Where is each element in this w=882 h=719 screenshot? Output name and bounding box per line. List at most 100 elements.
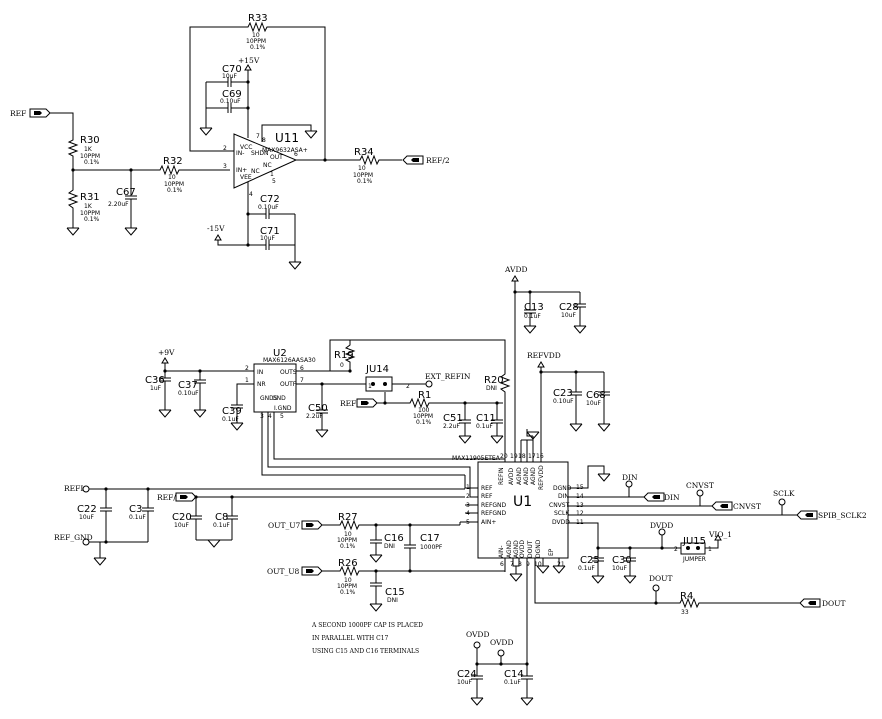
c22-ref: C22 [77,504,97,515]
ext-refin-testpoint [425,380,433,388]
svg-text:6: 6 [300,365,304,372]
avdd-label: AVDD [504,265,528,274]
u2-part: MAX6126AASA30 [263,357,316,364]
svg-text:21: 21 [557,561,565,568]
svg-text:7: 7 [300,377,304,384]
c68-value: 10uF [586,400,601,407]
u2-pin-nr: NR [257,381,266,388]
r4-ref: R4 [680,591,693,602]
out-u8-label: OUT_U8 [267,567,300,576]
ground-icon [523,325,537,334]
c15-ref: C15 [385,587,405,598]
svg-text:DIN: DIN [558,493,569,500]
r27-value: 10 [344,531,352,538]
svg-text:AGND: AGND [513,540,520,558]
ground-icon [124,227,138,236]
c8-value: 0.1uF [213,522,230,529]
ovdd-label-1: OVDD [466,630,489,639]
svg-text:2: 2 [223,145,227,152]
r31-tolerance-pct: 0.1% [84,216,100,223]
c3-ref: C3 [129,504,142,515]
ground-icon [369,603,383,612]
ground-icon [591,575,605,584]
svg-text:1: 1 [245,377,249,384]
r34-resistor [355,154,402,166]
svg-text:AGND: AGND [530,467,537,485]
c23-ref: C23 [553,388,573,399]
u11-part: MAX9632ASA+ [262,147,308,154]
ground-icon [569,423,583,432]
c67-ref: C67 [116,187,136,198]
c20-value: 10uF [174,522,189,529]
c28-ref: C28 [559,302,579,313]
svg-text:REF: REF [481,493,493,500]
ground-icon [199,127,213,136]
u11-pin-vee: VEE [240,174,252,181]
svg-text:AGND: AGND [523,467,530,485]
svg-text:4: 4 [268,413,272,420]
svg-text:OVDD: OVDD [519,540,526,558]
r1-ref: R1 [418,390,431,401]
c69-value: 0.10uF [220,98,241,105]
u11-pin-nc: NC [263,162,272,169]
c3-value: 0.1uF [129,514,146,521]
din-port [643,492,665,502]
svg-text:1: 1 [368,383,372,390]
c50-ref: C50 [308,403,328,414]
r19-value: 0 [340,362,344,369]
svg-text:7: 7 [510,561,514,568]
u2-ref: U2 [273,348,287,359]
svg-text:5: 5 [272,178,276,185]
c69-ref: C69 [222,89,242,100]
c71-value: 10uF [260,235,275,242]
ground-icon [230,422,244,431]
svg-text:SCLK: SCLK [554,510,570,517]
c70-value: 10uF [222,73,237,80]
r31-resistor [67,186,79,228]
c68-ref: C68 [586,390,606,401]
c14-value: 0.1uF [504,679,521,686]
svg-text:17: 17 [528,453,536,460]
c70-ref: C70 [222,64,242,75]
r27-ref: R27 [338,512,358,523]
ground-icon [304,130,318,139]
ground-icon [597,473,611,482]
c14-ref: C14 [504,669,524,680]
ground-icon [93,557,107,566]
u11-pin-nc2: NC [251,168,260,175]
r32-tolerance-pct: 0.1% [167,187,183,194]
svg-text:4: 4 [249,191,253,198]
ground-icon [573,325,587,334]
svg-text:REFIN: REFIN [498,467,505,485]
c13-value: 0.1uF [524,313,541,320]
refi-label: REFI [64,484,83,493]
ground-icon [66,227,80,236]
svg-text:10: 10 [534,561,542,568]
c72-ref: C72 [260,194,280,205]
sclk-port [796,510,818,520]
r27-tolerance: 10PPM [337,537,357,544]
svg-text:20: 20 [500,453,508,460]
r32-ref: R32 [163,156,183,167]
r20-ref: R20 [484,375,504,386]
svg-text:16: 16 [536,453,544,460]
u11-opamp [233,133,298,189]
ref2-mid-label: REF/2 [157,493,181,502]
p15v-label: +15V [238,56,260,65]
ground-icon [458,435,472,444]
svg-text:CNVST: CNVST [549,502,570,509]
r32-resistor [155,164,230,176]
u11-pin-inp: IN+ [236,167,247,174]
r33-ref: R33 [248,13,268,24]
r1-tolerance: 10PPM [413,413,433,420]
r34-value: 10 [358,165,366,172]
u11-pin-inm: IN- [236,150,244,157]
u2-pin-outf: OUTF [280,381,297,388]
cnvst-port-label: CNVST [733,502,761,511]
svg-text:2: 2 [466,493,470,500]
r33-tolerance-pct: 0.1% [250,44,266,51]
r1-tolerance-pct: 0.1% [416,419,432,426]
r33-resistor [243,21,326,160]
u2-pin-gnds: GNDS [260,395,278,402]
r30-ref: R30 [80,135,100,146]
